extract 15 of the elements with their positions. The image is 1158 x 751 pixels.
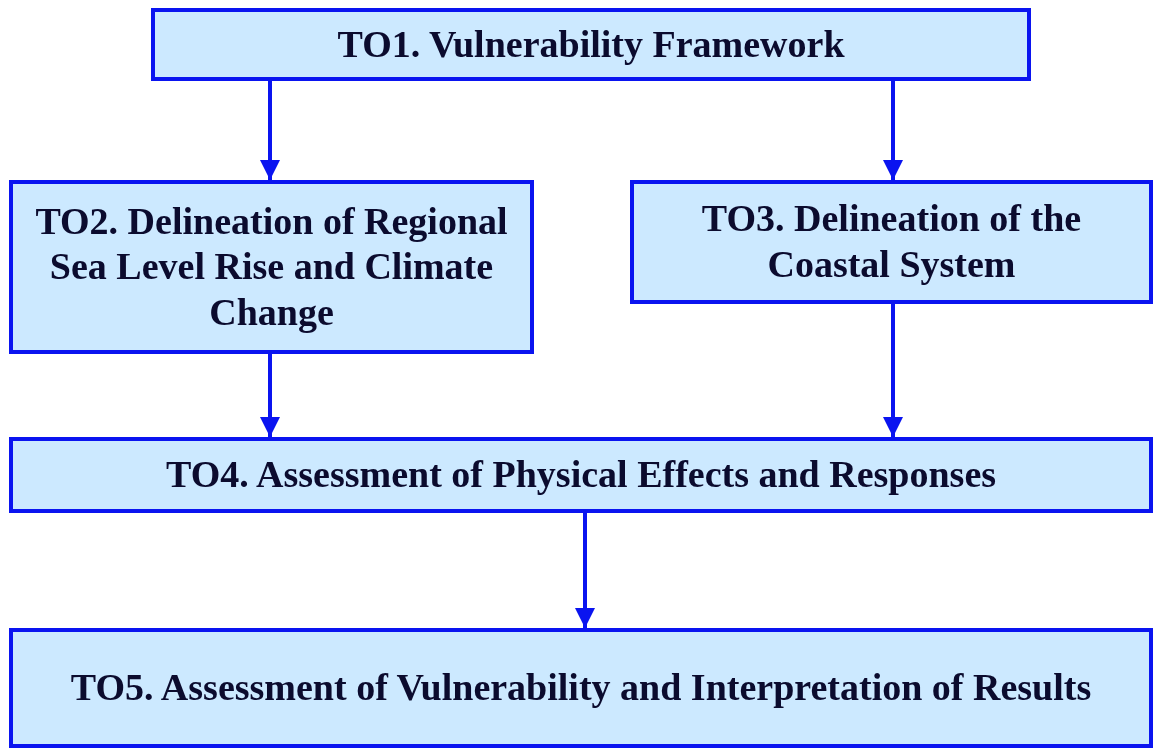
arrow (260, 354, 280, 437)
box-label: TO5. Assessment of Vulnerability and Interpretation of Results (70, 665, 1092, 711)
arrow (883, 304, 903, 437)
process-box (9, 628, 1153, 748)
process-box (151, 8, 1031, 81)
process-box (630, 180, 1153, 304)
process-box (9, 180, 534, 354)
arrow (575, 513, 595, 628)
arrow (260, 81, 280, 180)
box-label: TO1. Vulnerability Framework (337, 21, 845, 67)
box-label: TO4. Assessment of Physical Effects and Responses (165, 452, 997, 498)
box-label: TO2. Delineation of Regional Sea Level Rise and Climate Change (34, 198, 509, 335)
box-label: TO3. Delineation of the Coastal System (700, 196, 1083, 287)
process-box (9, 437, 1153, 513)
arrow (883, 81, 903, 180)
